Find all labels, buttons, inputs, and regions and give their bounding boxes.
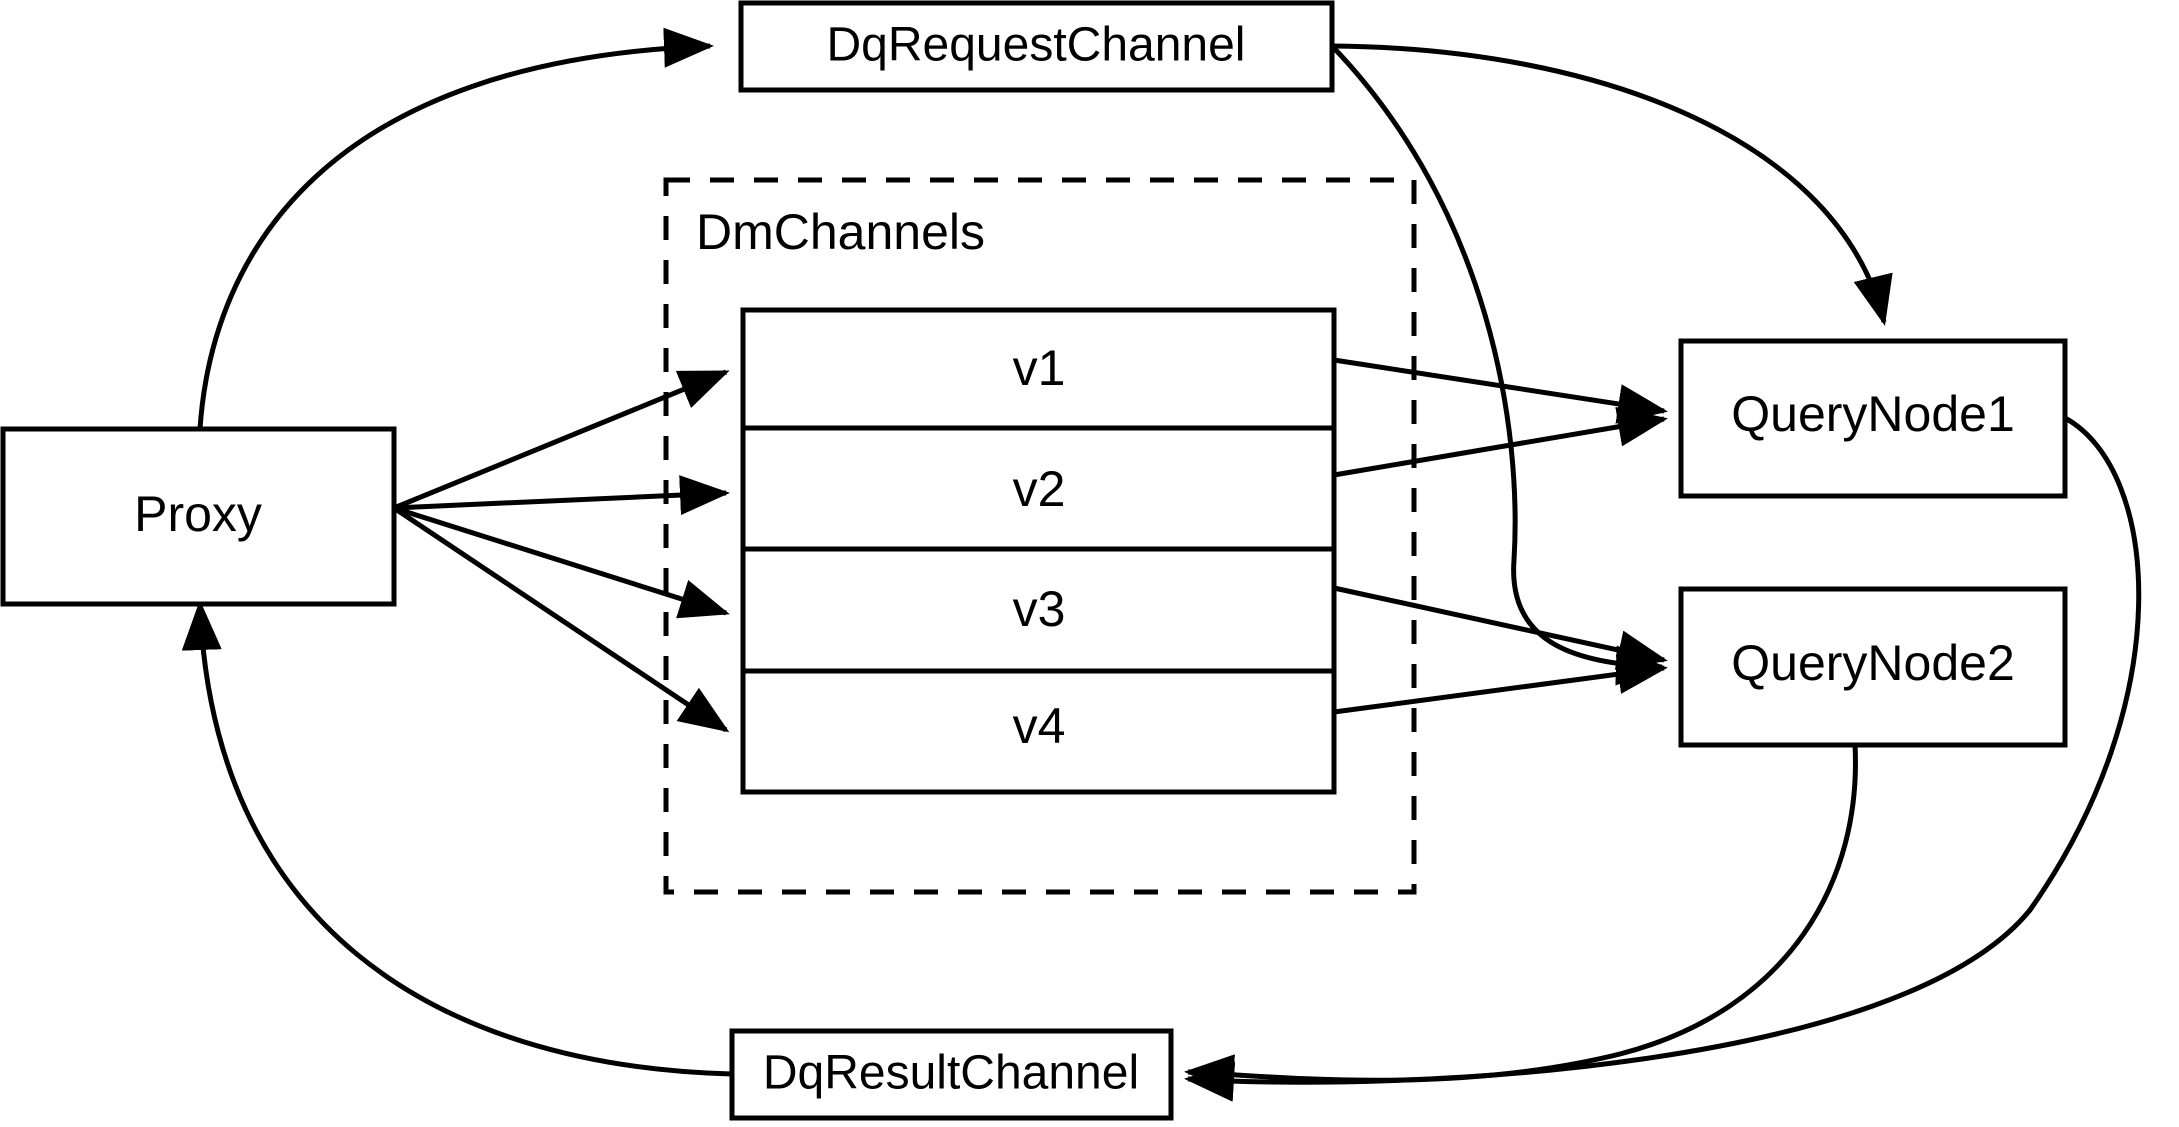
dm-channels-group: DmChannels xyxy=(663,177,1417,895)
edge-proxy-to-v2 xyxy=(393,475,730,516)
edges-layer xyxy=(181,27,2142,1102)
edge-proxy-to-dqrequestchannel xyxy=(197,27,714,430)
node-query-node-1[interactable]: QueryNode1 xyxy=(1678,338,2068,499)
edge-querynode2-to-dqresultchannel xyxy=(1184,744,1858,1095)
node-dq-result-channel-label: DqResultChannel xyxy=(763,1047,1139,1100)
edge-proxy-to-v1 xyxy=(393,369,730,511)
dm-channel-label-v3: v3 xyxy=(1013,581,1066,637)
node-proxy-label: Proxy xyxy=(134,486,262,542)
edge-v3-to-querynode2 xyxy=(1333,585,1668,670)
node-proxy[interactable]: Proxy xyxy=(0,426,397,607)
node-dq-request-channel-label: DqRequestChannel xyxy=(827,19,1246,72)
edge-v4-to-querynode2 xyxy=(1333,654,1668,715)
node-query-node-2[interactable]: QueryNode2 xyxy=(1678,586,2068,748)
dm-channel-label-v2: v2 xyxy=(1013,461,1066,517)
edge-v2-to-querynode1 xyxy=(1333,406,1668,478)
dm-channels-group-label: DmChannels xyxy=(696,204,985,260)
edge-dqrequestchannel-to-querynode2 xyxy=(1330,44,1666,686)
dm-channel-label-v4: v4 xyxy=(1013,698,1066,754)
edge-dqrequestchannel-to-querynode1 xyxy=(1331,43,1893,326)
node-query-node-2-label: QueryNode2 xyxy=(1731,635,2015,691)
node-dq-request-channel[interactable]: DqRequestChannel xyxy=(738,0,1335,93)
node-dq-request-channel-box[interactable] xyxy=(738,0,1335,93)
node-query-node-2-box[interactable] xyxy=(1678,586,2068,748)
node-proxy-box[interactable] xyxy=(0,426,397,607)
node-dq-result-channel-box[interactable] xyxy=(729,1028,1174,1121)
dm-channels-stack: v1 v2 v3 v4 xyxy=(740,307,1337,795)
node-query-node-1-label: QueryNode1 xyxy=(1731,386,2015,442)
node-dq-result-channel[interactable]: DqResultChannel xyxy=(729,1028,1174,1121)
dm-channels-group-border xyxy=(663,177,1417,895)
edge-proxy-to-v4 xyxy=(392,505,730,733)
node-query-node-1-box[interactable] xyxy=(1678,338,2068,499)
edge-dqresultchannel-to-proxy xyxy=(181,600,733,1077)
edge-v1-to-querynode1 xyxy=(1333,357,1668,424)
dm-channel-label-v1: v1 xyxy=(1013,340,1066,396)
edge-proxy-to-v3 xyxy=(393,505,730,619)
